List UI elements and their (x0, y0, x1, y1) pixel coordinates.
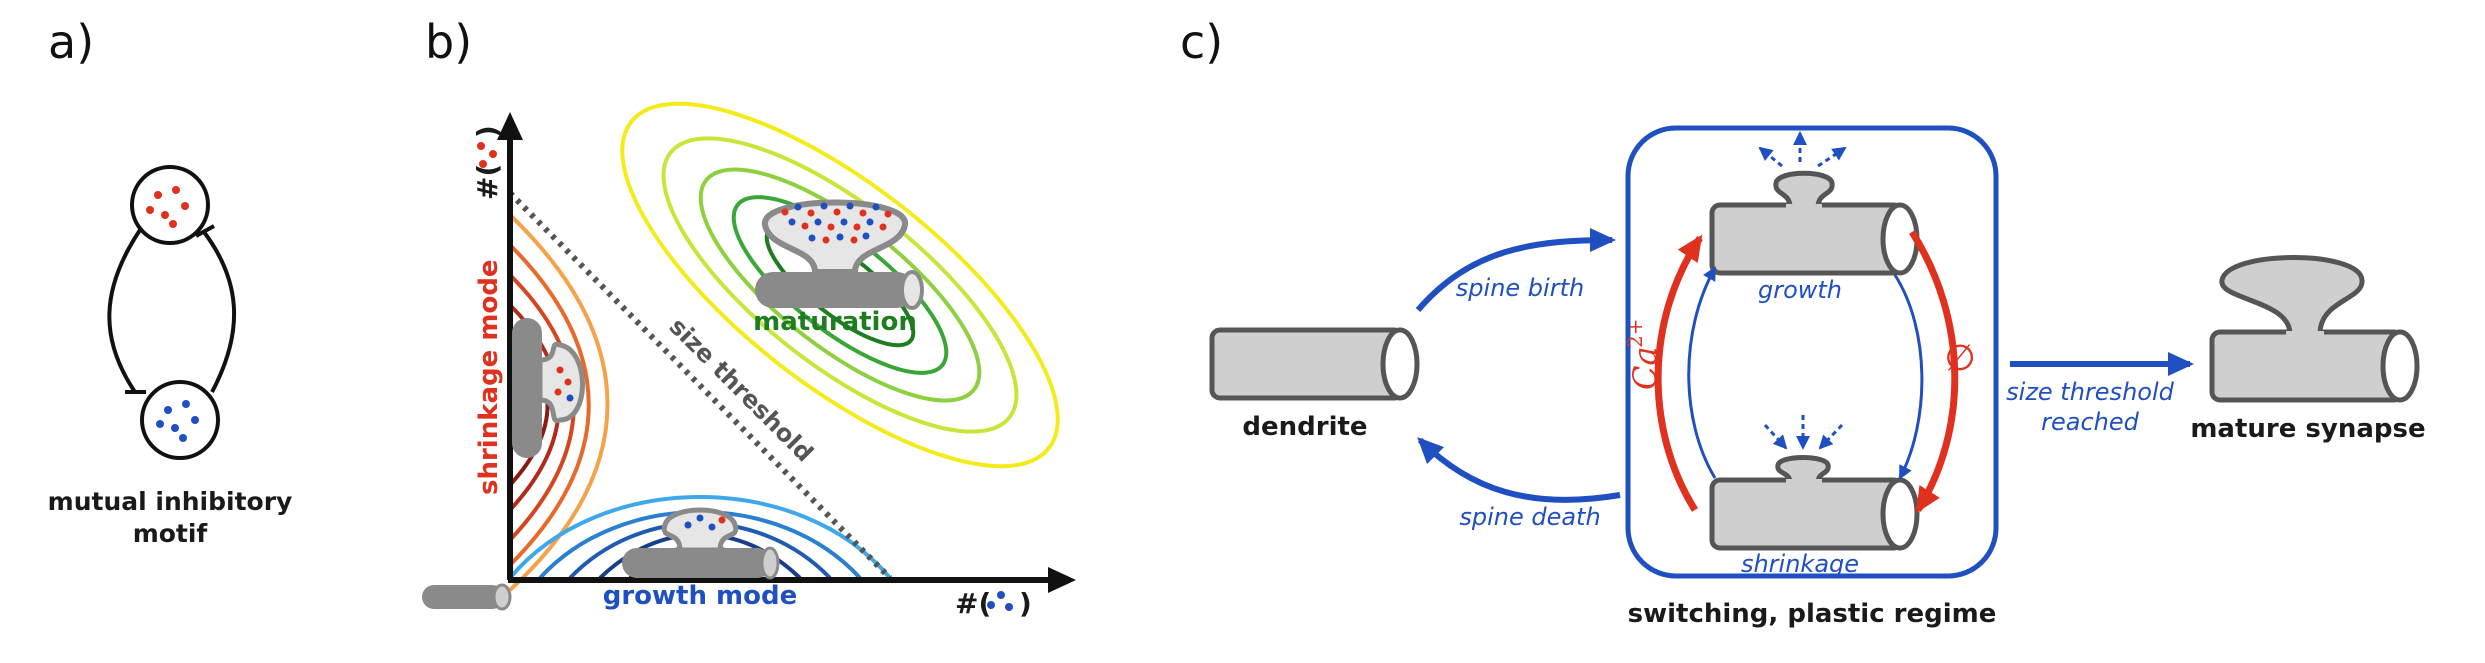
spine-death-arrow (1417, 437, 1621, 503)
null-symbol: ∅ (1944, 338, 1975, 379)
growth-label: growth (1758, 276, 1842, 304)
thin-arrow-up (1687, 266, 1717, 479)
inhibitory-edge-left (107, 228, 142, 394)
growth-spine-icon (622, 507, 780, 580)
spine-birth-arrow (1415, 228, 1616, 312)
mature-synapse-icon (2209, 255, 2420, 403)
spine-death-label: spine death (1459, 503, 1600, 531)
spine-birth-label: spine birth (1456, 274, 1584, 302)
maturation-label: maturation (753, 307, 917, 337)
shrinkage-mode-label: shrinkage mode (474, 259, 504, 495)
svg-text:#(: #( (955, 587, 991, 620)
svg-text:2+: 2+ (1623, 319, 1647, 348)
origin-dendrite-icon (422, 585, 504, 609)
y-axis-label: #( ) (471, 125, 504, 200)
svg-text:#(: #( (471, 164, 504, 200)
inhibitory-edge-right (202, 230, 237, 393)
growth-mode-label: growth mode (603, 581, 798, 611)
shrinkage-spine-icon-c (1709, 455, 1920, 551)
red-node (130, 165, 210, 245)
panel-c-label: c) (1180, 15, 1223, 69)
null-arrow (1909, 230, 1959, 514)
shrinkage-spine-icon (512, 318, 585, 458)
size-threshold-line (507, 190, 893, 581)
thin-arrow-down (1893, 274, 1924, 480)
growth-spine-icon-c (1709, 170, 1920, 276)
motif-caption-line1: mutual inhibitory (48, 487, 293, 516)
x-axis-label: #( ) (955, 587, 1032, 620)
mature-synapse-label: mature synapse (2190, 414, 2425, 444)
shrinkage-label: shrinkage (1741, 550, 1859, 578)
regime-label: switching, plastic regime (1628, 599, 1997, 629)
svg-text:): ) (1019, 587, 1032, 620)
blue-node (140, 380, 220, 460)
mutual-inhibitory-motif (107, 165, 237, 460)
maturation-dots (781, 202, 892, 244)
panel-a-label: a) (48, 15, 94, 69)
maturation-spine-icon (755, 199, 924, 310)
calcium-label: Ca 2+ (1623, 319, 1664, 390)
svg-text:): ) (471, 125, 504, 138)
panel-b-label: b) (425, 15, 472, 69)
motif-caption-line2: motif (133, 519, 209, 548)
size-threshold-reached-line2: reached (2041, 408, 2140, 436)
dendrite-icon (1209, 327, 1420, 401)
plastic-regime-box (1625, 125, 1999, 579)
svg-text:Ca: Ca (1626, 346, 1664, 390)
calcium-arrow (1654, 234, 1703, 512)
dendrite-label: dendrite (1242, 412, 1367, 442)
size-threshold-reached-line1: size threshold (2006, 378, 2174, 406)
